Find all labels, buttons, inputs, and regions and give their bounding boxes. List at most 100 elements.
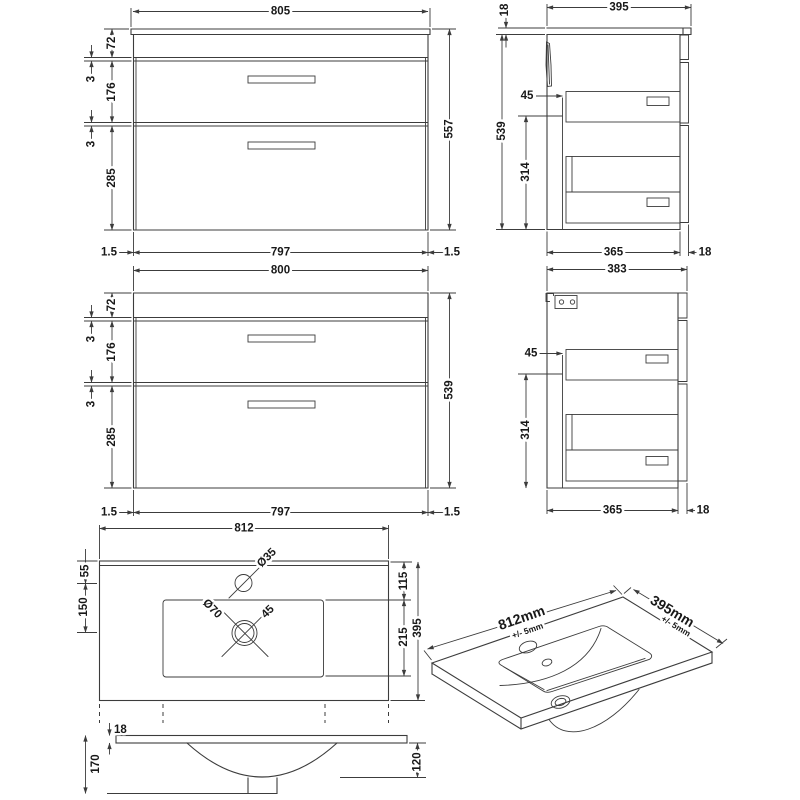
wall-bracket-hook bbox=[545, 293, 554, 302]
extension-lines bbox=[84, 266, 456, 516]
basin-slab-thickness bbox=[431, 651, 713, 730]
tap-hole bbox=[234, 574, 253, 592]
basin-slab bbox=[115, 734, 408, 744]
dim-top-section: 72 bbox=[106, 299, 118, 312]
drawer-box-2-slot bbox=[645, 456, 669, 466]
extension-lines bbox=[518, 266, 688, 514]
dim-edge-left: 1.5 bbox=[101, 507, 118, 519]
basin-profile-view: 18 170 120 bbox=[83, 722, 426, 795]
dim-worktop-thickness: 18 bbox=[499, 3, 511, 16]
label-waste-hole-dia: Ø70 bbox=[200, 597, 224, 621]
wall-bracket-plate bbox=[554, 295, 578, 309]
dim-slab-thickness: 18 bbox=[114, 724, 127, 736]
dim-edge-right: 1.5 bbox=[444, 247, 461, 259]
dim-drawer-zone: 314 bbox=[520, 162, 532, 182]
tap-hole-leader bbox=[228, 566, 261, 599]
dim-carcass-depth: 365 bbox=[604, 247, 624, 259]
dim-total-depth: 383 bbox=[607, 264, 626, 276]
cabinet-outline bbox=[132, 292, 429, 489]
drawer2-handle bbox=[247, 400, 316, 409]
dim-drawer-zone: 314 bbox=[520, 420, 532, 440]
dim-basin-depth: 395 bbox=[412, 618, 424, 638]
dim-back-gap: 45 bbox=[525, 348, 538, 360]
drawer-box-1-slot bbox=[646, 96, 670, 106]
waste-hole-inner bbox=[234, 623, 255, 643]
dim-carcass-depth: 365 bbox=[603, 505, 623, 517]
carcass-profile bbox=[546, 292, 688, 489]
extension-lines bbox=[77, 525, 425, 701]
dim-bowl-offset: 115 bbox=[398, 571, 410, 590]
projection-lines bbox=[99, 704, 389, 723]
drawer-box-2-slot bbox=[646, 197, 670, 207]
waste-hole-cross bbox=[221, 609, 269, 658]
dim-front-width: 797 bbox=[271, 507, 290, 519]
bowl-cutout bbox=[162, 599, 324, 678]
drawer-gaps bbox=[133, 57, 429, 231]
dim-gap2: 3 bbox=[86, 401, 98, 407]
worktop-outline bbox=[130, 28, 431, 36]
side-view-cabinet: 383 45 314 365 18 bbox=[518, 261, 713, 519]
dim-tap-offset: 55 bbox=[80, 564, 92, 577]
dim-overall-height: 557 bbox=[444, 119, 456, 138]
drawer-box-2 bbox=[565, 414, 679, 482]
dim-drawer2-height: 285 bbox=[106, 168, 118, 188]
label-overflow: 45 bbox=[259, 603, 277, 621]
dim-cabinet-height: 539 bbox=[496, 121, 508, 140]
dim-front-thickness: 18 bbox=[699, 247, 712, 259]
drawer1-handle bbox=[247, 334, 316, 343]
dim-worktop-depth: 395 bbox=[609, 2, 629, 14]
bracket-screw-hole bbox=[569, 299, 576, 305]
extension-lines bbox=[423, 585, 728, 661]
drawer-box-2 bbox=[565, 156, 681, 224]
dim-front-thickness: 18 bbox=[697, 505, 710, 517]
dim-worktop-width: 805 bbox=[271, 6, 291, 18]
overflow-hole-3d bbox=[541, 658, 553, 667]
wall-bracket bbox=[545, 41, 552, 88]
dim-edge-right: 1.5 bbox=[444, 507, 461, 519]
basin-3d-view: 812mm +/- 5mm 395mm +/- 5mm bbox=[423, 585, 728, 733]
bracket-screw-hole bbox=[558, 299, 565, 305]
dim-tap-to-waste: 150 bbox=[78, 597, 90, 616]
dim-bowl-depth: 120 bbox=[412, 752, 424, 771]
waste-hole-3d-inner bbox=[554, 697, 567, 707]
side-view-with-worktop: 18 395 539 45 314 365 18 bbox=[494, 0, 715, 261]
carcass-profile bbox=[546, 33, 681, 231]
bowl-curve bbox=[186, 742, 338, 778]
dim-gap1: 3 bbox=[86, 336, 98, 342]
dim-cabinet-width: 800 bbox=[271, 265, 290, 277]
dim-gap1: 3 bbox=[86, 76, 98, 82]
drawer-box-2-detail bbox=[565, 156, 681, 193]
dim-gap2: 3 bbox=[86, 141, 98, 147]
extension-lines bbox=[84, 8, 456, 256]
dim-top-section: 72 bbox=[106, 37, 118, 50]
waste-hole-outer bbox=[231, 620, 258, 646]
dim-cabinet-height: 539 bbox=[444, 380, 456, 399]
cabinet-outline bbox=[132, 33, 429, 231]
drawer-box-1 bbox=[565, 91, 681, 123]
waste-outlet bbox=[247, 777, 278, 795]
front-view-cabinet: 800 539 72 3 176 3 285 1.5 797 1.5 bbox=[83, 262, 463, 521]
drawer2-handle bbox=[247, 141, 316, 150]
drawer-front-profile bbox=[679, 34, 689, 223]
dim-front-width: 797 bbox=[271, 247, 290, 259]
drawer-gaps bbox=[133, 317, 429, 489]
bowl-inner-edge bbox=[503, 657, 646, 692]
dim-edge-left: 1.5 bbox=[101, 247, 118, 259]
dim-drawer1-height: 176 bbox=[106, 342, 118, 361]
drawer1-handle bbox=[247, 75, 316, 84]
drawer-box-1 bbox=[565, 349, 679, 381]
dim-basin-width: 812 bbox=[234, 523, 253, 535]
dim-drawer1-height: 176 bbox=[106, 82, 118, 101]
drawer-box-2-detail bbox=[565, 414, 679, 451]
dim-drawer2-height: 285 bbox=[106, 427, 118, 447]
worktop-profile bbox=[546, 27, 692, 36]
drawer-front-profile bbox=[677, 292, 688, 482]
front-view-with-worktop: 805 557 72 3 176 3 285 1.5 797 1.5 bbox=[83, 3, 463, 261]
tap-hole-3d bbox=[518, 640, 538, 654]
dim-back-gap: 45 bbox=[521, 90, 534, 102]
dim-total-depth: 170 bbox=[90, 754, 102, 773]
bowl-underside bbox=[548, 688, 640, 733]
basin-plan-view: 812 55 150 115 215 395 Ø35 Ø70 45 bbox=[76, 520, 427, 723]
drawer-box-1-slot bbox=[645, 354, 669, 364]
